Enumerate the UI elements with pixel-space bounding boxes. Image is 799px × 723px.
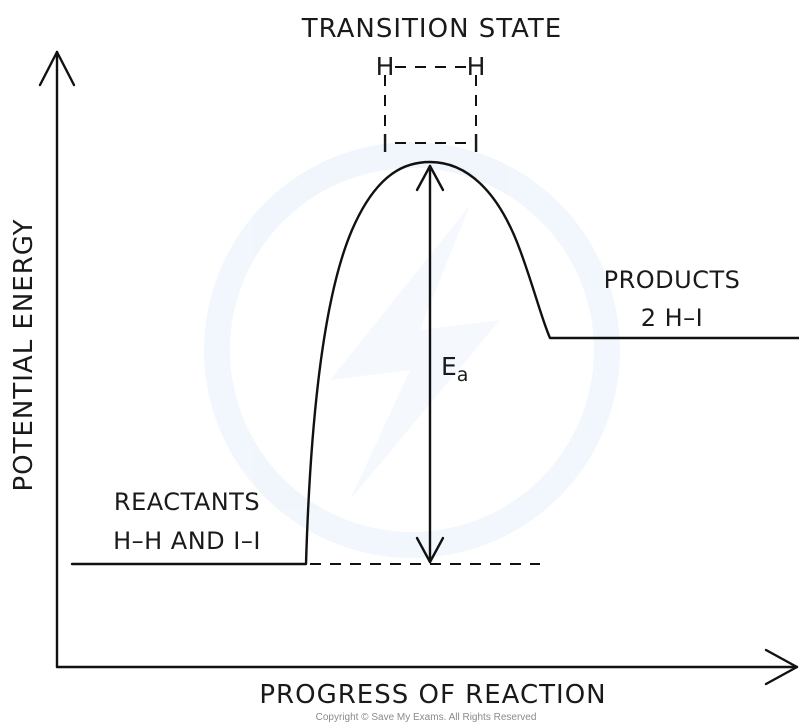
copyright-notice: Copyright © Save My Exams. All Rights Re…: [316, 712, 537, 723]
ts-atom-top-left: H: [376, 52, 395, 81]
products-formula: 2 H–I: [641, 304, 704, 332]
energy-curve: [70, 160, 799, 566]
ts-atom-bottom-left: I: [381, 129, 388, 158]
ts-atom-top-right: H: [467, 52, 486, 81]
transition-state-title: TRANSITION STATE: [301, 14, 562, 44]
ea-symbol: E: [441, 352, 457, 381]
x-axis: [55, 648, 799, 686]
reactants-title: REACTANTS: [114, 488, 260, 516]
activation-energy-label: Ea: [441, 352, 468, 386]
y-axis-label: POTENTIAL ENERGY: [9, 218, 39, 491]
ts-atom-bottom-right: I: [472, 129, 479, 158]
products-title: PRODUCTS: [604, 266, 741, 294]
x-axis-label: PROGRESS OF REACTION: [259, 680, 606, 710]
watermark-logo: [204, 142, 620, 558]
transition-state-bonds: [384, 66, 477, 144]
activation-energy-arrow: [415, 164, 445, 564]
reactants-formula: H–H AND I–I: [113, 527, 261, 555]
y-axis: [38, 50, 76, 669]
ea-subscript: a: [457, 364, 469, 386]
